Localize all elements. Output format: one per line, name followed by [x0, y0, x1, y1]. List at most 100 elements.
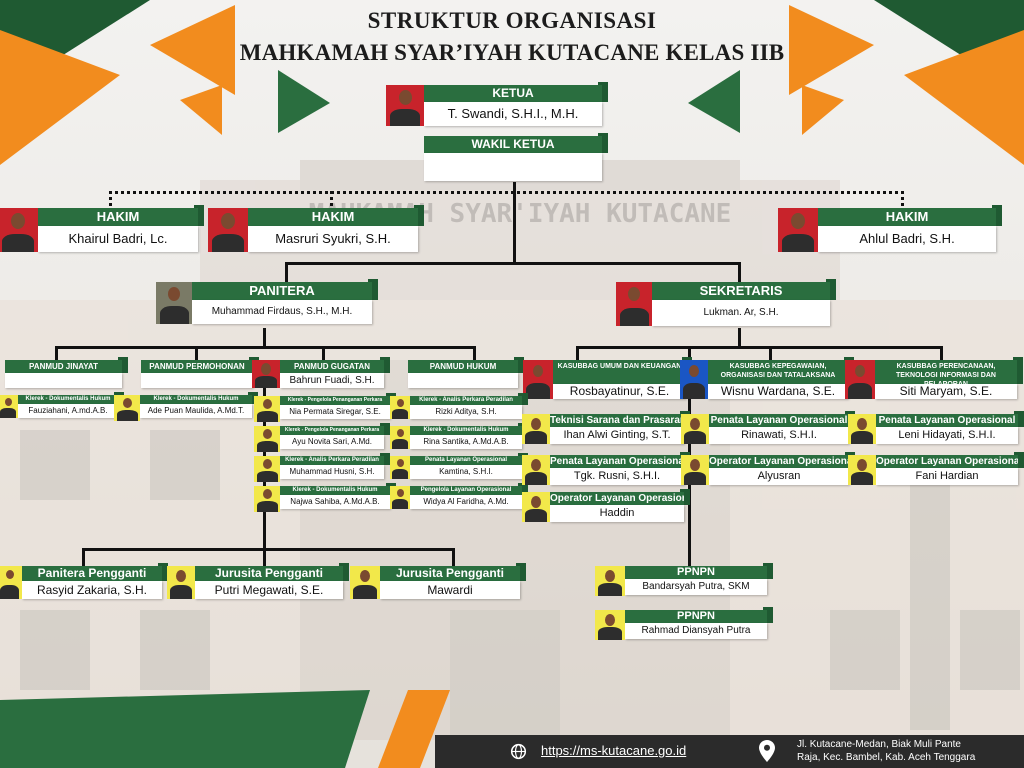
card-accent [763, 607, 773, 623]
portrait-body [117, 410, 138, 421]
card-name: T. Swandi, S.H.I., M.H. [424, 102, 602, 126]
portrait-body [851, 472, 873, 485]
card-accent [368, 279, 378, 300]
portrait-photo [0, 208, 38, 252]
card-role: Pengelola Layanan Operasional [410, 486, 522, 495]
card-name: Muhammad Husni, S.H. [280, 465, 384, 479]
card-role: Penata Layanan Operasional [410, 456, 522, 465]
card-name: Bahrun Fuadi, S.H. [280, 373, 384, 388]
portrait-photo [390, 396, 410, 419]
portrait-photo [350, 566, 380, 599]
portrait-photo [390, 426, 410, 449]
card-name: Leni Hidayati, S.H.I. [876, 427, 1018, 444]
card-role: Klerek - Analis Perkara Peradilan [280, 456, 384, 465]
card-name: Kamtina, S.H.I. [410, 465, 522, 479]
card-name: Ade Puan Maulida, A.Md.T. [140, 404, 252, 418]
portrait-photo [254, 486, 280, 512]
portrait-body [683, 383, 705, 399]
portrait-body [257, 441, 278, 452]
portrait-photo [778, 208, 818, 252]
portrait-body [353, 585, 377, 599]
portrait-head [690, 459, 700, 471]
card-role: PANMUD JINAYAT [5, 360, 122, 373]
card-name: Muhammad Firdaus, S.H., M.H. [192, 300, 372, 324]
portrait-photo [0, 395, 18, 418]
portrait-photo [616, 282, 652, 326]
top-left-ornament [0, 0, 330, 165]
bottom-left-ornament [0, 690, 450, 768]
card-accent [118, 357, 128, 373]
card-role: PPNPN [625, 566, 767, 579]
card-accent [826, 279, 836, 300]
card-role: SEKRETARIS [652, 282, 830, 300]
card-accent [1014, 411, 1024, 427]
portrait-photo [254, 426, 280, 452]
portrait-photo [523, 360, 553, 399]
card-role: Teknisi Sarana dan Prasarana [550, 414, 684, 427]
card-role: Klerek - Analis Perkara Peradilan [410, 396, 522, 405]
portrait-body [392, 409, 408, 419]
card-accent [194, 205, 204, 226]
portrait-head [360, 570, 370, 582]
card-accent [339, 563, 349, 581]
portrait-head [399, 90, 412, 105]
card-name [408, 373, 518, 388]
card-accent [992, 205, 1002, 226]
card-name: Widya Al Faridha, A.Md. [410, 495, 522, 509]
card-role: HAKIM [818, 208, 996, 226]
card-accent [158, 563, 168, 581]
footer-bar: https://ms-kutacane.go.id Jl. Kutacane-M… [435, 735, 1024, 768]
card-accent [380, 423, 390, 435]
portrait-photo [252, 360, 280, 388]
portrait-head [397, 429, 404, 437]
card-accent [248, 392, 258, 404]
portrait-head [263, 459, 272, 469]
portrait-body [525, 472, 547, 485]
portrait-head [531, 496, 541, 508]
card-accent [763, 563, 773, 579]
website-link[interactable]: https://ms-kutacane.go.id [541, 743, 687, 758]
portrait-photo [522, 492, 550, 522]
card-role: PANMUD PERMOHONAN [141, 360, 253, 373]
card-name: Lukman. Ar, S.H. [652, 300, 830, 326]
portrait-body [525, 431, 547, 444]
card-name: Alyusran [709, 468, 849, 485]
card-accent [380, 357, 390, 373]
card-name: Rosbayatinur, S.E. [553, 384, 686, 399]
card-role: Klerek - Pengelola Penanganan Perkara [280, 426, 384, 435]
portrait-photo [848, 455, 876, 485]
portrait-body [620, 308, 649, 326]
card-name: Putri Megawati, S.E. [195, 581, 343, 599]
card-role: Klerek - Dokumentalis Hukum [280, 486, 390, 495]
portrait-photo [848, 414, 876, 444]
portrait-head [533, 365, 543, 377]
card-name: Fani Hardian [876, 468, 1018, 485]
card-role: Klerek - Dokumentalis Hukum [18, 395, 118, 404]
portrait-head [221, 213, 235, 229]
card-role: HAKIM [248, 208, 418, 226]
portrait-head [791, 213, 805, 229]
portrait-body [598, 583, 622, 596]
portrait-head [531, 459, 541, 471]
card-name: Ayu Novita Sari, A.Md. [280, 435, 384, 449]
portrait-photo [595, 610, 625, 640]
card-name: Tgk. Rusni, S.H.I. [550, 468, 684, 485]
card-role: Panitera Pengganti [22, 566, 162, 581]
card-role: PANITERA [192, 282, 372, 300]
card-role: Penata Layanan Operasional [550, 455, 684, 468]
portrait-photo [681, 455, 709, 485]
card-role: Klerek - Dokumentalis Hukum [140, 395, 252, 404]
